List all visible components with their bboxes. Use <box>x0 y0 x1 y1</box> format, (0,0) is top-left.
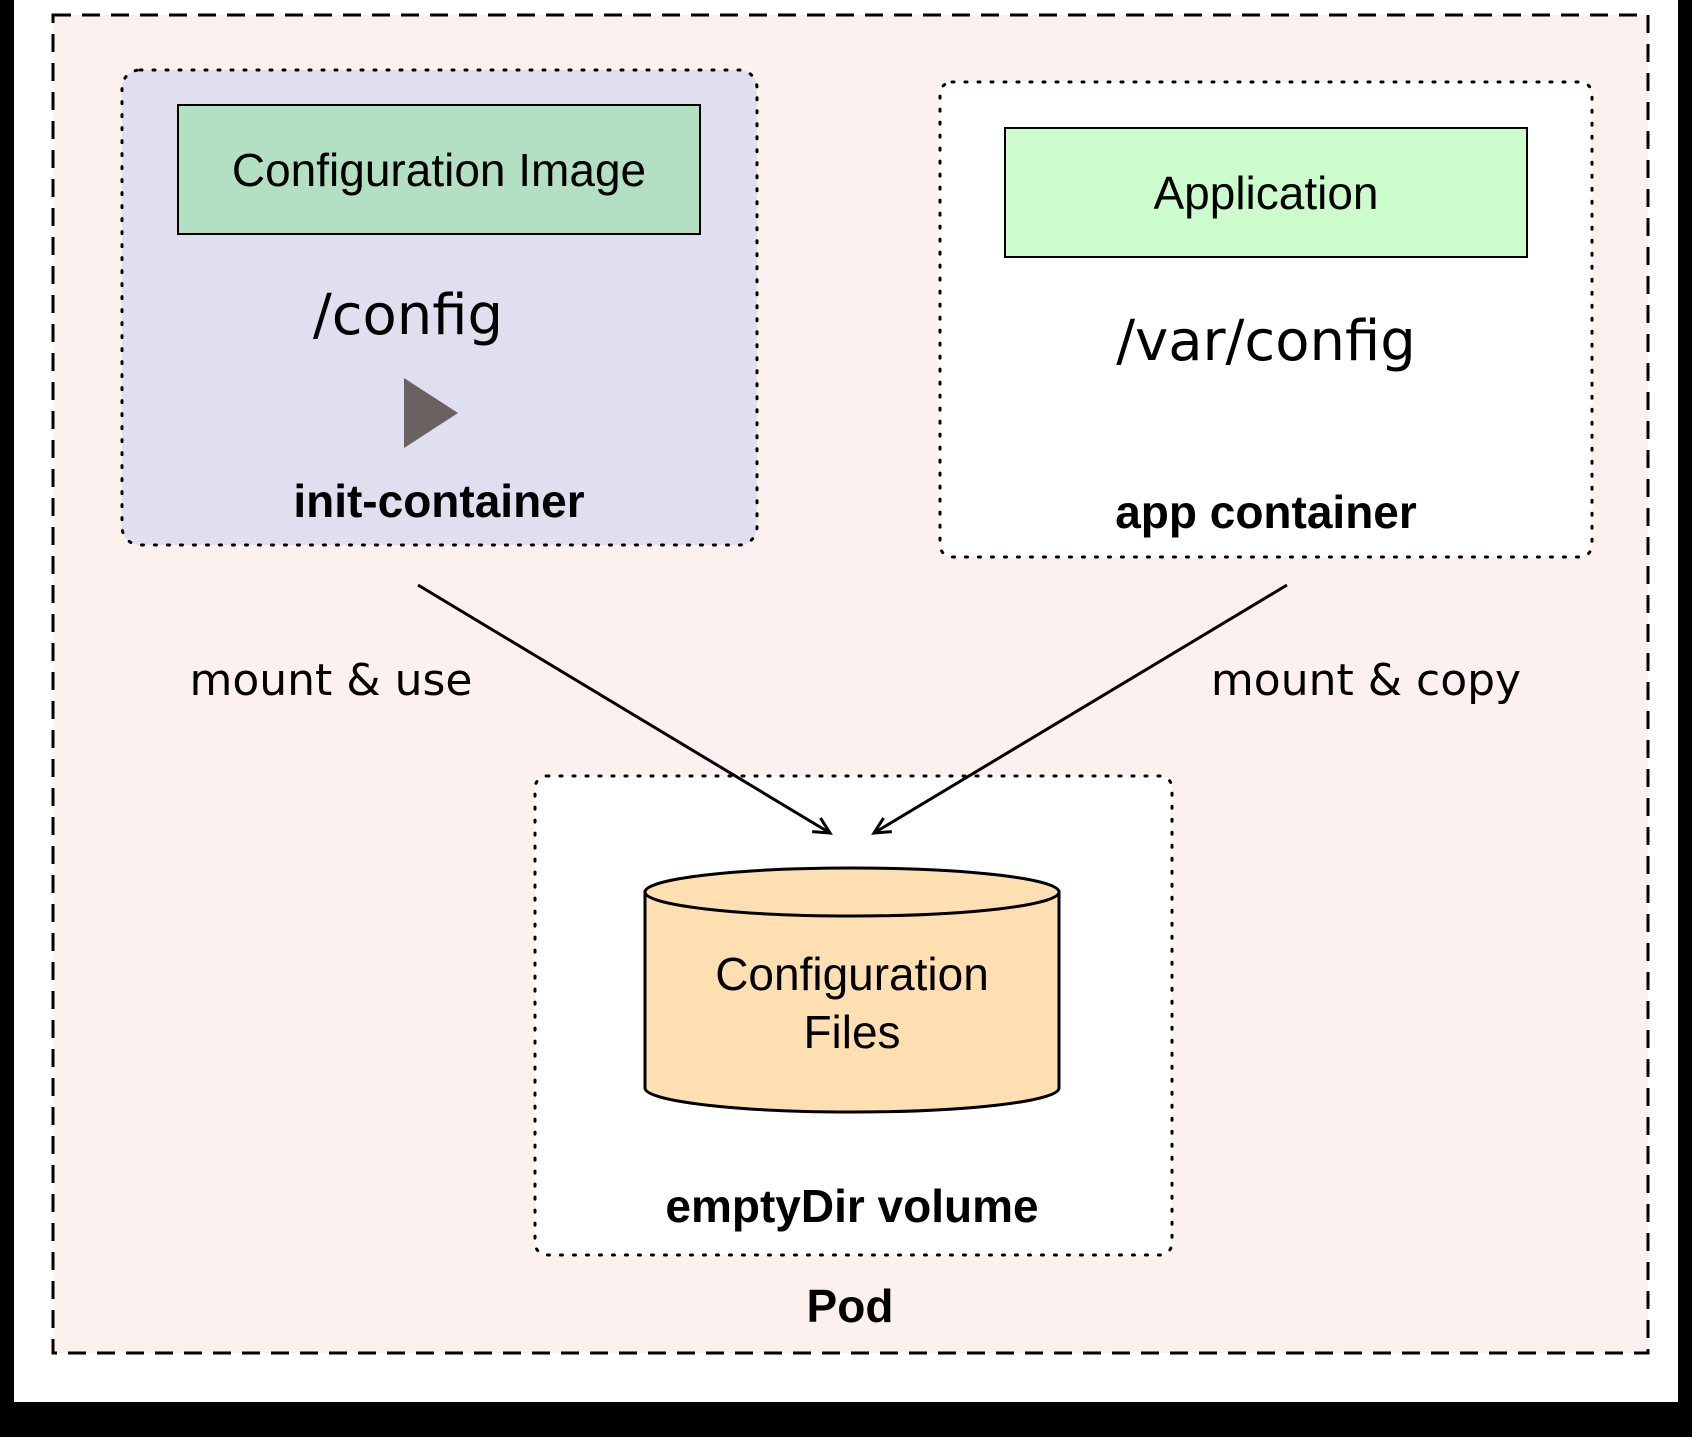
configuration-image-box <box>177 104 701 235</box>
app-container-label: app container <box>1115 486 1417 538</box>
outer-frame-right <box>1678 0 1692 1437</box>
init-container-label: init-container <box>293 475 584 527</box>
cylinder-label-line2: Files <box>803 1006 900 1058</box>
pod-label: Pod <box>807 1280 894 1332</box>
app-container: Application /var/config app container <box>938 80 1594 559</box>
configuration-files-cylinder: Configuration Files <box>643 866 1061 1114</box>
configuration-image-label: Configuration Image <box>232 144 646 196</box>
mount-and-copy-label: mount & copy <box>1211 655 1521 706</box>
mount-and-use-label: mount & use <box>190 655 473 706</box>
outer-frame-left <box>0 0 14 1437</box>
cylinder-body <box>643 890 1061 1114</box>
application-image-label: Application <box>1153 167 1378 219</box>
init-to-volume-arrow <box>417 583 833 835</box>
application-image-box <box>1004 127 1528 258</box>
outer-frame-bottom <box>0 1402 1692 1437</box>
cylinder-label-line1: Configuration <box>715 948 989 1000</box>
volume-label: emptyDir volume <box>665 1180 1038 1232</box>
init-config-path: /config <box>313 283 503 348</box>
edges: mount & use mount & copy <box>190 583 1521 835</box>
empty-dir-volume: Configuration Files emptyDir volume <box>533 774 1174 1257</box>
app-to-volume-arrow <box>871 583 1288 835</box>
init-container: Configuration Image /config init-contain… <box>120 68 759 547</box>
play-triangle-icon <box>404 378 458 448</box>
app-config-path: /var/config <box>1116 309 1416 374</box>
cylinder-top <box>643 866 1061 918</box>
